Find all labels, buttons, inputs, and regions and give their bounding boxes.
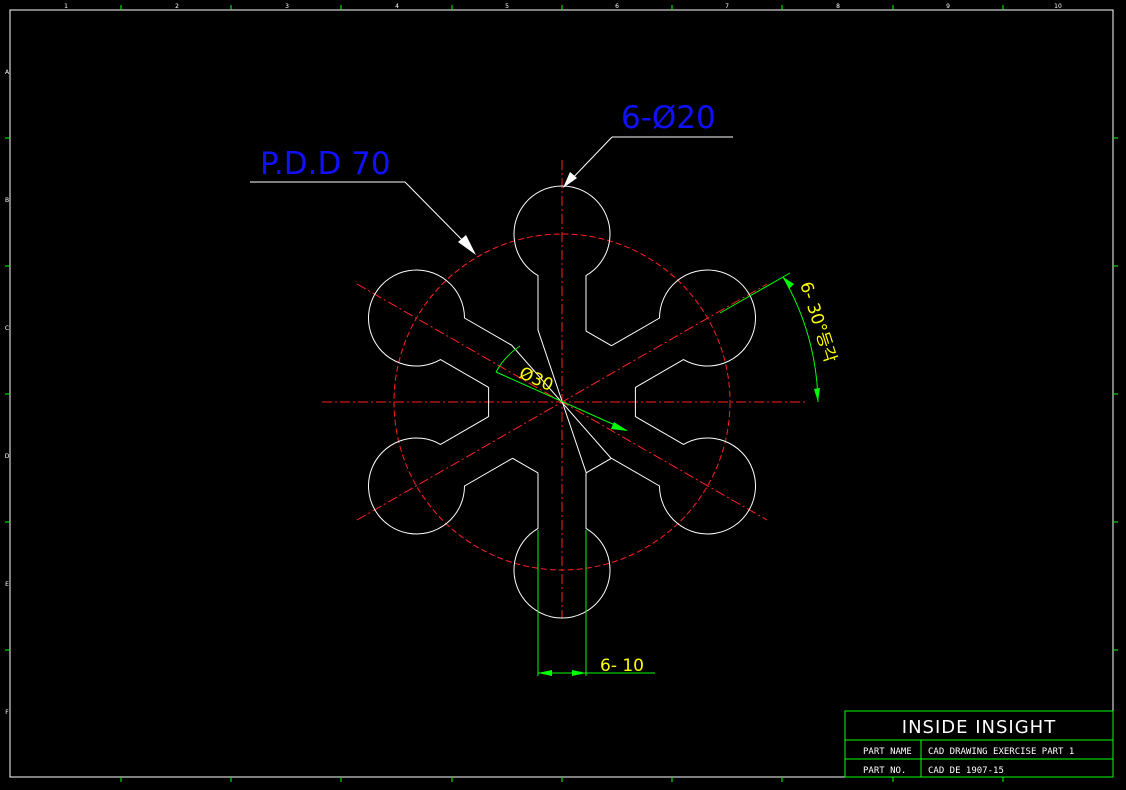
border-ticks — [5, 5, 1118, 782]
slot-arrow-right — [572, 670, 586, 676]
row-label: A — [5, 69, 10, 76]
centerlines — [322, 160, 806, 618]
row-label: F — [5, 709, 9, 716]
dimension-arrows — [538, 277, 820, 676]
dimensions — [495, 272, 819, 676]
center-dia-label: Ø30 — [516, 363, 556, 396]
column-label: 3 — [285, 3, 289, 10]
part-no-value: CAD DE 1907-15 — [928, 766, 1004, 776]
part-no-label: PART NO. — [863, 766, 906, 776]
part-outline — [368, 185, 756, 619]
part-name-label: PART NAME — [863, 747, 912, 757]
pdd-leader — [404, 181, 471, 249]
row-label: C — [5, 325, 9, 332]
holes-arrow — [563, 172, 577, 188]
leader-arrows — [458, 172, 577, 255]
pitch-circle — [393, 233, 731, 571]
angle-arrow-bottom — [814, 388, 820, 402]
column-label: 7 — [725, 3, 729, 10]
row-labels: A B C D E F — [5, 69, 10, 716]
part-name-value: CAD DRAWING EXERCISE PART 1 — [928, 747, 1074, 757]
row-label: D — [5, 453, 10, 460]
column-label: 2 — [175, 3, 179, 10]
center-dia-arrow — [611, 422, 628, 431]
column-label: 4 — [395, 3, 399, 10]
column-label: 5 — [505, 3, 509, 10]
column-label: 10 — [1054, 3, 1062, 10]
column-label: 6 — [615, 3, 619, 10]
row-label: B — [5, 197, 9, 204]
column-label: 1 — [64, 3, 68, 10]
drawing-border — [9, 9, 1114, 778]
center-dia-line — [495, 371, 627, 431]
angle-arrow-top — [783, 277, 794, 289]
column-label: 9 — [946, 3, 950, 10]
row-label: E — [5, 581, 9, 588]
center-dia-arc — [495, 345, 521, 373]
pdd-callout: P.D.D 70 — [260, 146, 391, 182]
slot-width-label: 6- 10 — [600, 656, 644, 676]
slot-arrow-left — [538, 670, 552, 676]
angle-extension — [719, 272, 791, 314]
column-labels: 1 2 3 4 5 6 7 8 9 10 — [64, 3, 1062, 10]
company-name: INSIDE INSIGHT — [902, 717, 1056, 738]
column-label: 8 — [836, 3, 840, 10]
holes-callout: 6-Ø20 — [621, 100, 716, 136]
angle-label: 6- 30°등각 — [795, 279, 840, 365]
title-block-frame — [844, 710, 1114, 778]
pdd-arrow — [458, 235, 476, 255]
